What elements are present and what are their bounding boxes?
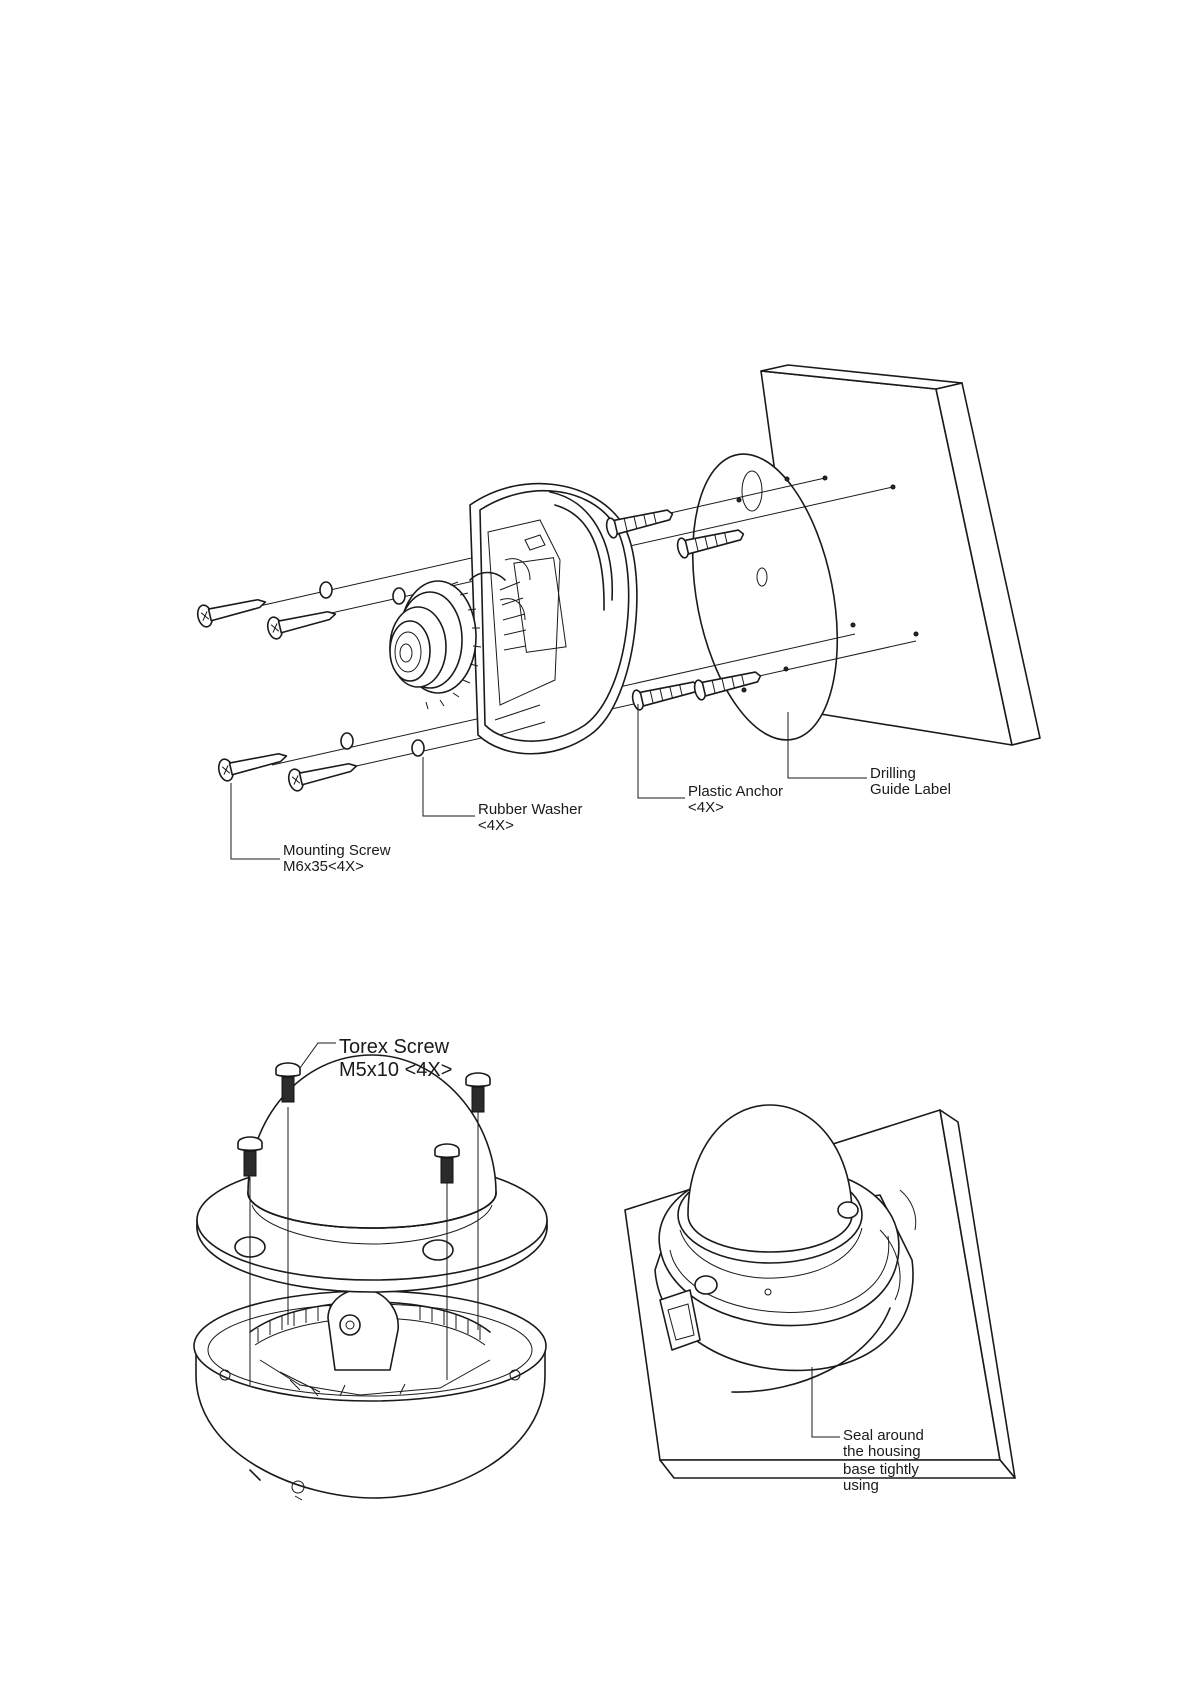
mounting-screw-label: Mounting Screw <box>283 842 391 859</box>
plastic-anchor-label: Plastic Anchor <box>688 783 783 800</box>
plastic-anchor-qty: <4X> <box>688 799 724 816</box>
rubber-washer-label: Rubber Washer <box>478 801 583 818</box>
housing-base <box>194 1289 546 1500</box>
seal-label-line1: Seal around <box>843 1427 924 1444</box>
mounting-screws <box>196 591 359 792</box>
seal-label-line4: using <box>843 1477 879 1494</box>
torex-screw-label: Torex Screw <box>339 1036 450 1058</box>
seal-label-line2: the housing <box>843 1443 921 1460</box>
mounting-screw-spec: M6x35<4X> <box>283 858 364 875</box>
dome-assembly-figure: Torex Screw M5x10 <4X> <box>194 1036 547 1500</box>
top-labels: Mounting Screw M6x35<4X> Rubber Washer <… <box>283 765 951 875</box>
drilling-guide-label-line2: Guide Label <box>870 781 951 798</box>
rubber-washer-qty: <4X> <box>478 817 514 834</box>
exploded-mounting-figure: Mounting Screw M6x35<4X> Rubber Washer <… <box>196 365 1040 875</box>
drilling-guide-label-line1: Drilling <box>870 765 916 782</box>
seal-label-line3: base tightly <box>843 1461 919 1478</box>
torex-screw-spec: M5x10 <4X> <box>339 1059 452 1081</box>
mounted-camera-figure: Seal around the housing base tightly usi… <box>625 1105 1015 1494</box>
